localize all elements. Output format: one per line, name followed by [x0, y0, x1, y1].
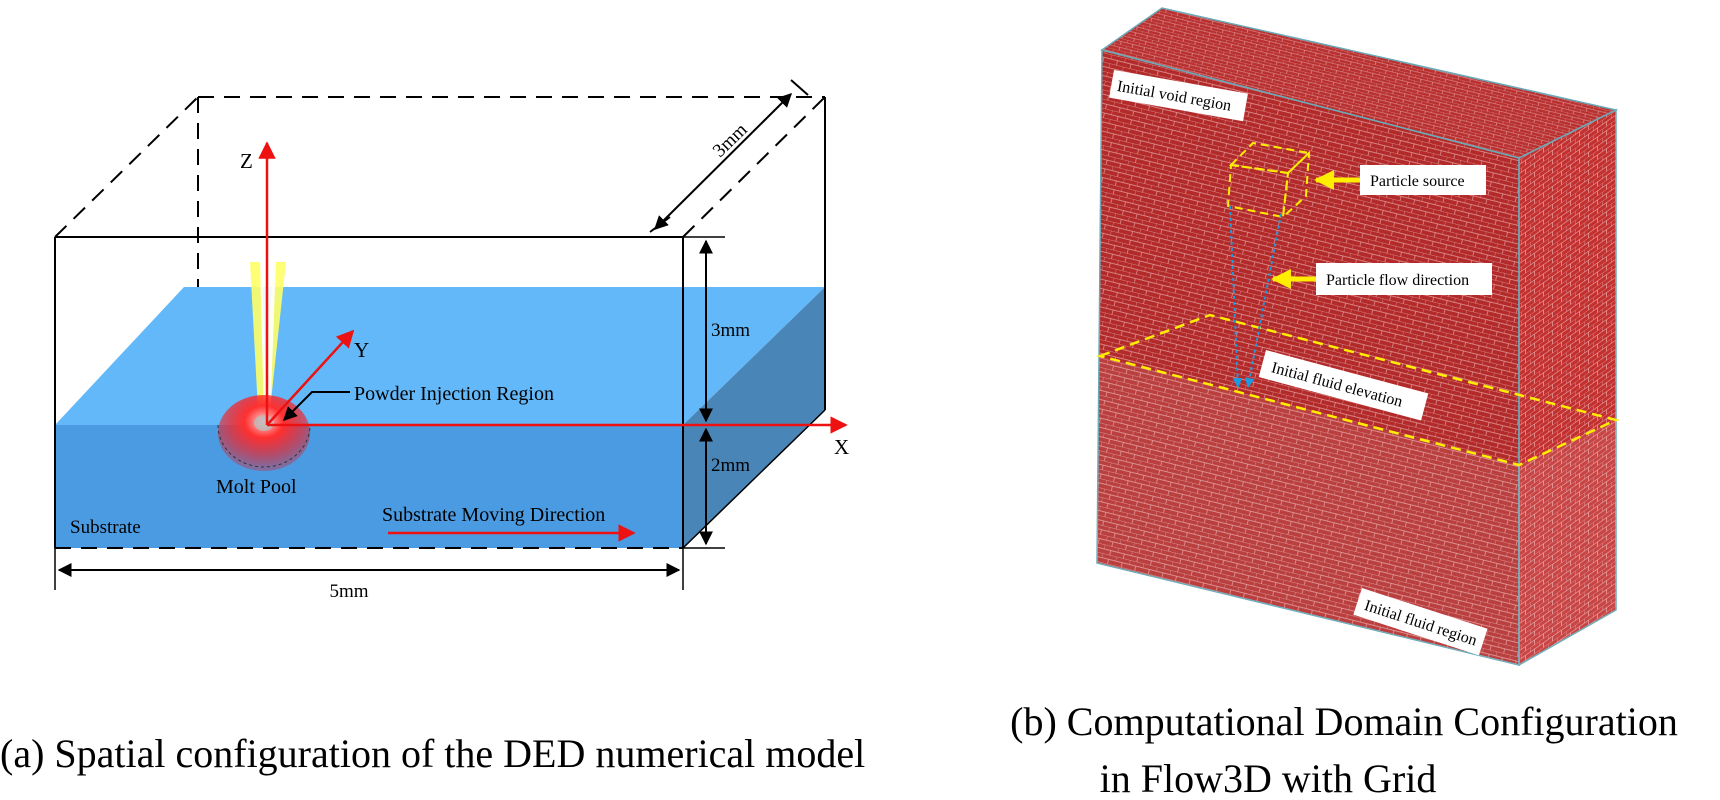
- caption-a: (a) Spatial configuration of the DED num…: [0, 731, 865, 776]
- molt-pool-label: Molt Pool: [216, 476, 297, 498]
- moving-direction-label: Substrate Moving Direction: [382, 504, 605, 526]
- y-axis: [266, 329, 355, 426]
- caption-b-line1: (b) Computational Domain Configuration: [1010, 699, 1678, 744]
- particle-flow-right: [1244, 213, 1282, 388]
- fluid-elevation-plane: [1095, 313, 1620, 467]
- substrate-label: Substrate: [70, 517, 141, 538]
- x-axis-label: X: [834, 435, 849, 459]
- panel-a: 3mm 3mm 2mm 5mm Z: [0, 79, 865, 776]
- z-axis-label: Z: [240, 149, 253, 173]
- width-dimension: 5mm: [54, 548, 684, 602]
- domain-box: [54, 97, 826, 549]
- flow-direction-callout: Particle flow direction: [1316, 263, 1492, 295]
- caption-b-line2: in Flow3D with Grid: [1100, 756, 1437, 800]
- powder-injection-pointer: [283, 391, 350, 421]
- domain-side-face: [1519, 110, 1616, 665]
- fluid-region-overlay: [1097, 356, 1519, 665]
- particle-source-cube: [1226, 141, 1312, 220]
- y-axis-label: Y: [354, 338, 369, 362]
- powder-injection-label: Powder Injection Region: [354, 383, 554, 405]
- substrate-front-face: [55, 425, 683, 548]
- panel-b: Initial void region Particle source Part…: [1010, 7, 1678, 800]
- particle-source-label: Particle source: [1370, 173, 1465, 190]
- flow-direction-label: Particle flow direction: [1326, 272, 1469, 289]
- particle-source-callout: Particle source: [1360, 165, 1486, 195]
- fluid-side-overlay: [1519, 420, 1616, 665]
- domain-front-face: [1097, 50, 1519, 665]
- substrate-top-face: [55, 287, 825, 425]
- depth-dimension: 3mm: [649, 79, 809, 233]
- domain-top-face: [1102, 8, 1616, 158]
- width-label: 5mm: [329, 581, 368, 602]
- top-height-label: 3mm: [711, 320, 750, 341]
- particle-flow-left: [1229, 205, 1243, 388]
- substrate-side-face: [683, 287, 825, 548]
- substrate-height-label: 2mm: [711, 455, 750, 476]
